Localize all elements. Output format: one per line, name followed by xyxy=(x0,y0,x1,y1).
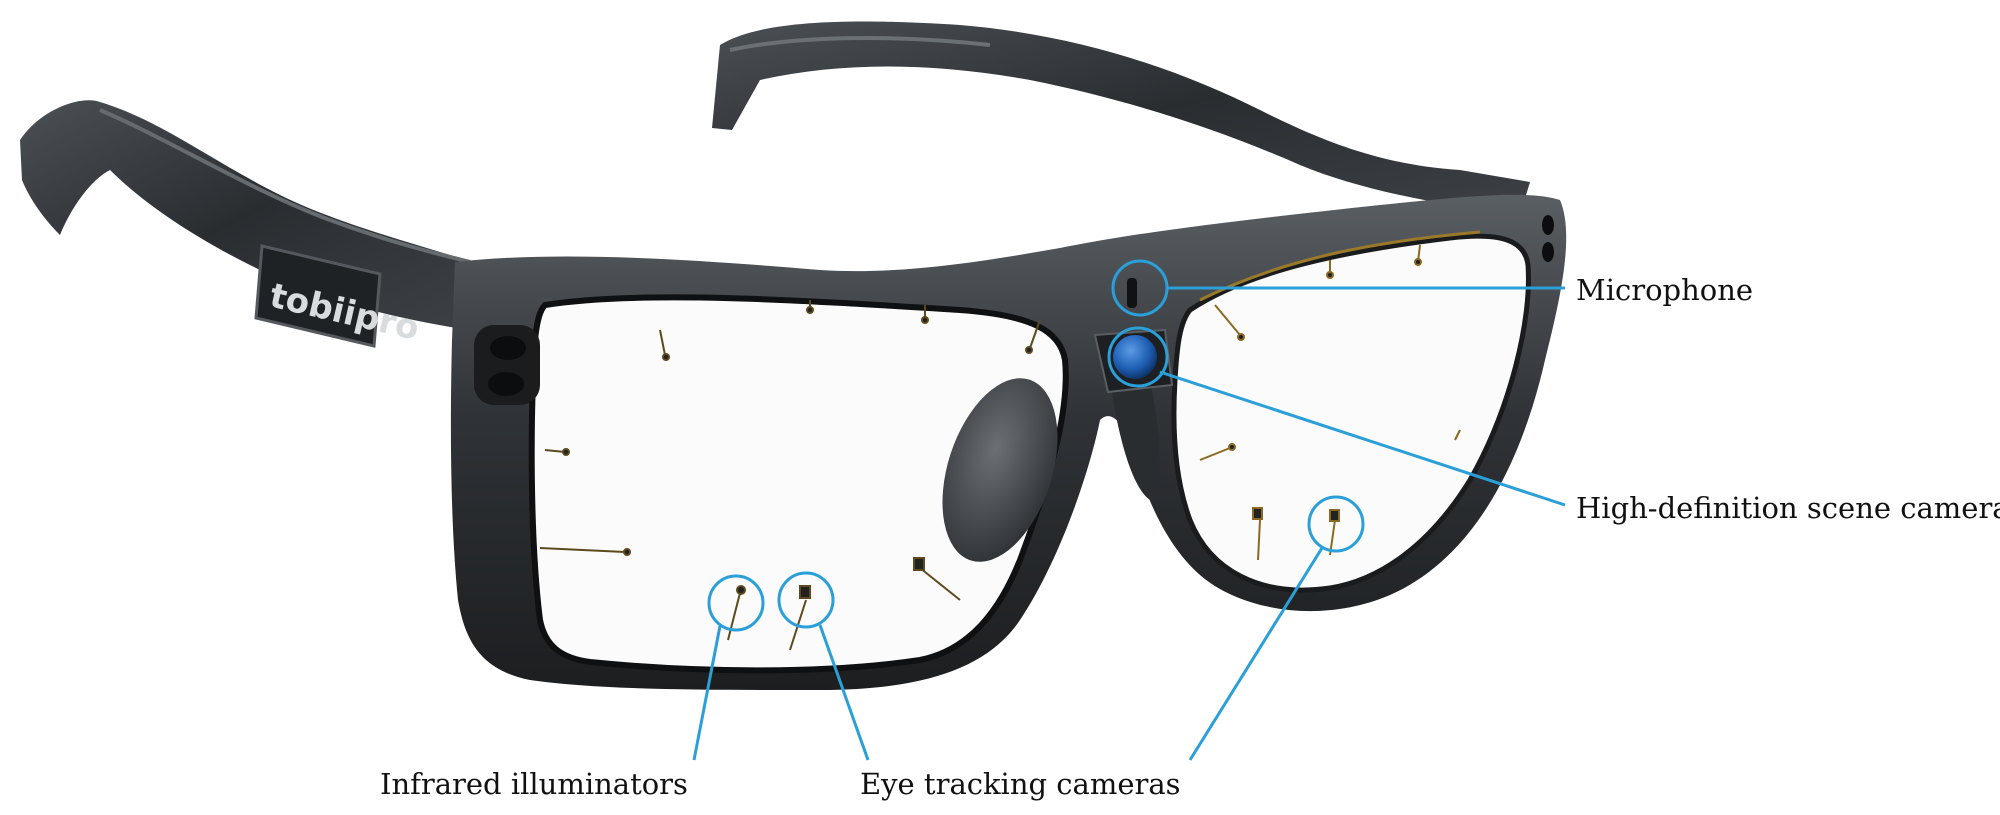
right-lens xyxy=(1171,233,1531,593)
infrared-illuminators-label: Infrared illuminators xyxy=(380,767,688,801)
right-lens-illuminators xyxy=(1199,244,1461,561)
right-hinge-ports xyxy=(1542,215,1554,262)
nose-pad xyxy=(942,378,1058,562)
eye-camera-right-callout-circle xyxy=(1307,495,1365,553)
eye-camera-left-callout-circle xyxy=(777,571,835,629)
nose-bridge xyxy=(1110,380,1160,500)
scene-camera xyxy=(1093,328,1174,394)
microphone-label: Microphone xyxy=(1576,273,1754,307)
microphone-port xyxy=(1127,278,1137,308)
scene-camera-label: High-definition scene camera xyxy=(1576,491,2000,525)
left-hinge-pod xyxy=(474,325,540,405)
tobii-pro-logo: tobiipro xyxy=(254,244,423,349)
callout-lines xyxy=(692,259,1566,761)
right-temple-arm xyxy=(712,21,1530,215)
left-temple-arm xyxy=(20,100,470,330)
infrared-callout-circle xyxy=(707,574,765,632)
scene-camera-callout-circle xyxy=(1107,326,1169,388)
eye-tracking-cameras-label: Eye tracking cameras xyxy=(860,767,1181,801)
